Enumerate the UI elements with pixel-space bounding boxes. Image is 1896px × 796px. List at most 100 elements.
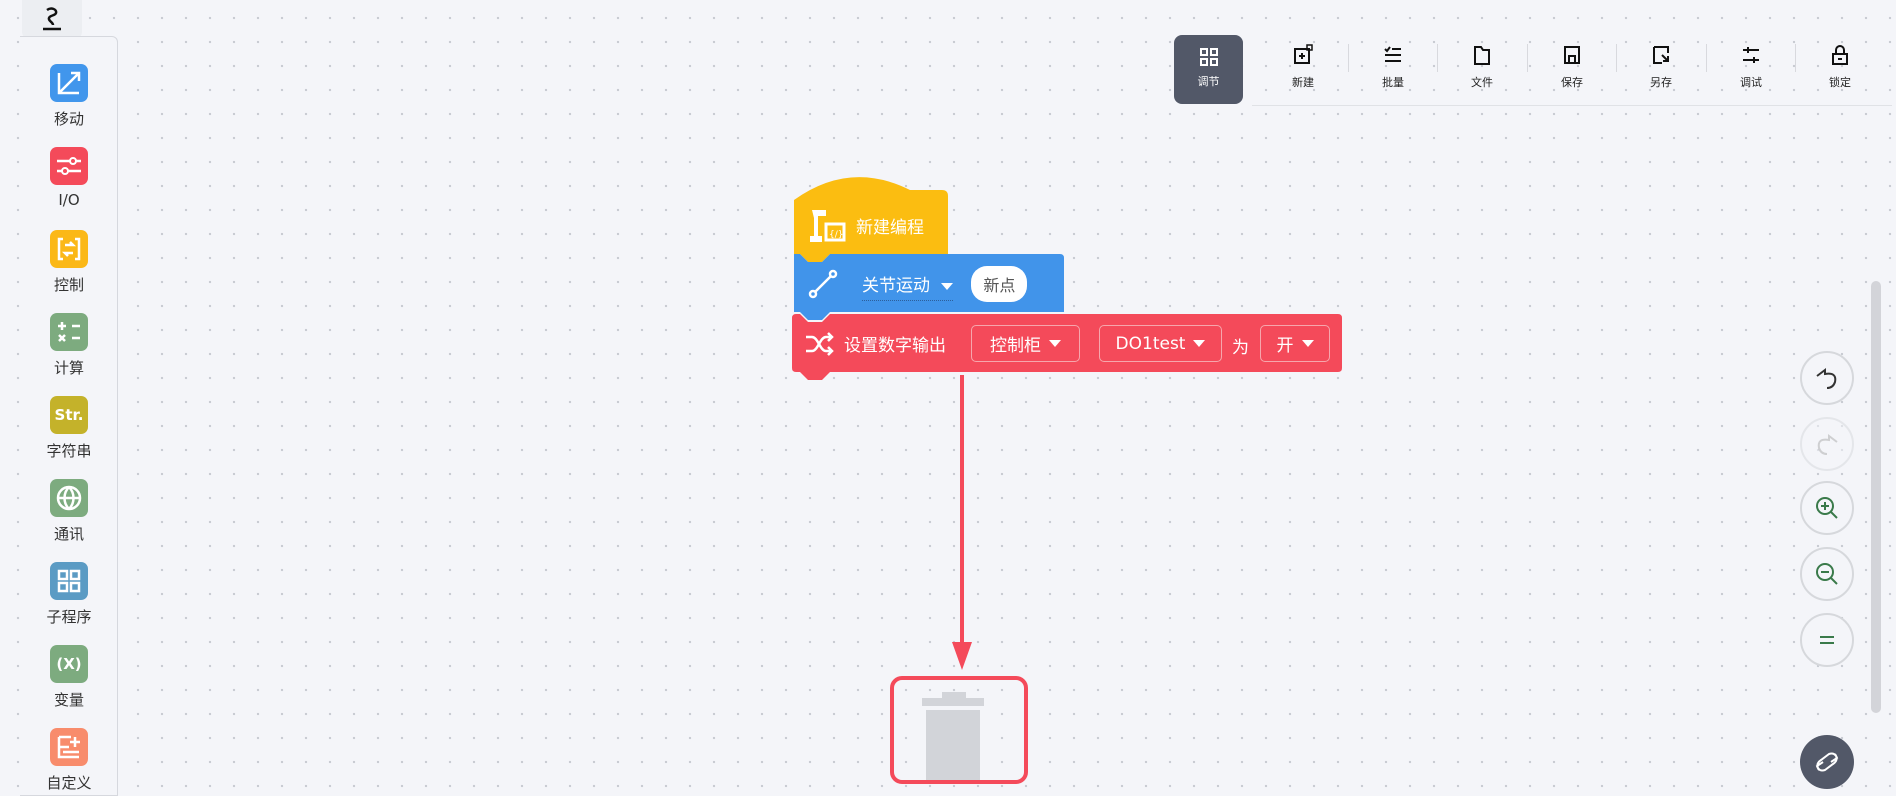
zoom-out-icon [1816, 563, 1838, 585]
reset-zoom-button[interactable] [1800, 613, 1854, 667]
robot-arm-icon [43, 7, 61, 31]
point-field[interactable]: 新点 [971, 266, 1028, 302]
svg-text:{/}: {/} [829, 230, 843, 240]
toolbar-divider [1527, 44, 1528, 72]
line-path-icon [808, 269, 838, 299]
toolbar-new-file-button[interactable]: 新建 [1263, 40, 1343, 90]
category-label: 通讯 [53, 525, 84, 543]
tune-label: 调节 [1197, 75, 1220, 88]
redo-icon [1817, 434, 1838, 455]
variable-icon-text: (X) [56, 655, 82, 673]
variable-icon: (X) [50, 645, 88, 683]
string-icon-text: Str. [54, 406, 84, 424]
category-label: 字符串 [46, 442, 92, 460]
tune-button[interactable]: 调节 [1174, 35, 1243, 104]
toolbar-divider [1348, 44, 1349, 72]
save-as-icon [1653, 46, 1669, 64]
toolbar-batch-button[interactable]: 批量 [1353, 40, 1433, 90]
io-sliders-icon [50, 147, 88, 185]
zoom-in-button[interactable] [1800, 481, 1854, 535]
hat-label: 新建编程 [856, 217, 924, 238]
as-label: 为 [1232, 338, 1249, 358]
new-file-icon [1294, 44, 1313, 64]
toolbar-divider [1616, 44, 1617, 72]
toolbar-save-as-button[interactable]: 另存 [1621, 40, 1701, 90]
category-label: 变量 [53, 691, 84, 709]
caret-down-icon [1301, 340, 1314, 347]
category-string[interactable]: Str. 字符串 [20, 396, 118, 461]
caret-down-icon [1193, 340, 1206, 347]
link-button[interactable] [1800, 735, 1854, 789]
category-grid[interactable]: 子程序 [20, 562, 118, 627]
category-io-sliders[interactable]: I/O [20, 147, 118, 209]
undo-button[interactable] [1800, 351, 1854, 405]
undo-icon [1816, 368, 1837, 389]
category-label: 计算 [53, 359, 84, 377]
string-icon: Str. [50, 396, 88, 434]
save-icon [1564, 46, 1580, 64]
grid-icon [50, 562, 88, 600]
category-label: 自定义 [46, 774, 92, 792]
toolbar-divider [1795, 44, 1796, 72]
target-dropdown[interactable]: 控制柜 [971, 325, 1080, 362]
value-dropdown[interactable]: 开 [1260, 325, 1330, 362]
output-label: 设置数字输出 [844, 336, 946, 356]
category-label: I/O [58, 191, 80, 209]
set-digital-output-block[interactable]: 设置数字输出 [804, 325, 946, 362]
toolbar-debug-button[interactable]: 调试 [1711, 40, 1791, 90]
move-type-dropdown[interactable]: 关节运动 [862, 267, 954, 301]
calculator-icon [50, 313, 88, 351]
vertical-scrollbar[interactable] [1871, 281, 1881, 713]
category-variable[interactable]: (X) 变量 [20, 645, 118, 710]
new-program-hat[interactable]: {/} 新建编程 [808, 200, 924, 250]
category-custom[interactable]: 自定义 [20, 728, 118, 793]
zoom-out-button[interactable] [1800, 547, 1854, 601]
toolbar-label: 批量 [1382, 76, 1404, 89]
output-block [792, 314, 1342, 380]
trash-icon[interactable] [918, 692, 990, 785]
grid-icon [1199, 48, 1218, 66]
toolbar-label: 锁定 [1829, 76, 1851, 89]
move-type-label: 关节运动 [862, 276, 930, 296]
link-icon [1815, 752, 1839, 772]
folder-icon [1474, 46, 1490, 65]
move-icon [50, 64, 88, 102]
robot-tab[interactable] [22, 0, 82, 38]
toolbar-label: 调试 [1740, 76, 1762, 89]
category-calculator[interactable]: 计算 [20, 313, 118, 378]
category-control-loop[interactable]: 控制 [20, 230, 118, 295]
zoom-in-icon [1816, 497, 1838, 519]
value-value: 开 [1276, 336, 1294, 356]
shuffle-icon [806, 331, 834, 356]
toolbar-save-button[interactable]: 保存 [1532, 40, 1612, 90]
control-loop-icon [50, 230, 88, 268]
drag-arrow-annotation [890, 375, 1028, 784]
category-label: 移动 [53, 110, 84, 128]
category-move[interactable]: 移动 [20, 64, 118, 129]
toolbar-label: 新建 [1292, 76, 1314, 89]
toolbar-label: 文件 [1471, 76, 1493, 89]
target-value: 控制柜 [990, 336, 1041, 356]
equals-icon [1820, 636, 1834, 644]
joint-move-block[interactable]: 关节运动 新点 [808, 264, 1028, 304]
signal-dropdown[interactable]: DO1test [1099, 325, 1222, 362]
toolbar-label: 另存 [1650, 76, 1672, 89]
redo-button[interactable] [1800, 417, 1854, 471]
toolbar-divider [1706, 44, 1707, 72]
block-shapes [792, 177, 1342, 380]
signal-value: DO1test [1115, 333, 1186, 354]
debug-icon [1743, 47, 1759, 63]
category-label: 子程序 [46, 608, 92, 626]
toolbar [1252, 36, 1892, 106]
custom-icon [50, 728, 88, 766]
toolbar-label: 保存 [1561, 76, 1583, 89]
category-label: 控制 [53, 276, 84, 294]
toolbar-divider [1437, 44, 1438, 72]
robot-program-icon: {/} [810, 210, 846, 242]
globe-icon [50, 479, 88, 517]
category-globe[interactable]: 通讯 [20, 479, 118, 544]
toolbar-folder-button[interactable]: 文件 [1442, 40, 1522, 90]
caret-down-icon [1049, 340, 1061, 347]
toolbar-lock-button[interactable]: 锁定 [1800, 40, 1880, 90]
batch-icon [1384, 46, 1401, 62]
